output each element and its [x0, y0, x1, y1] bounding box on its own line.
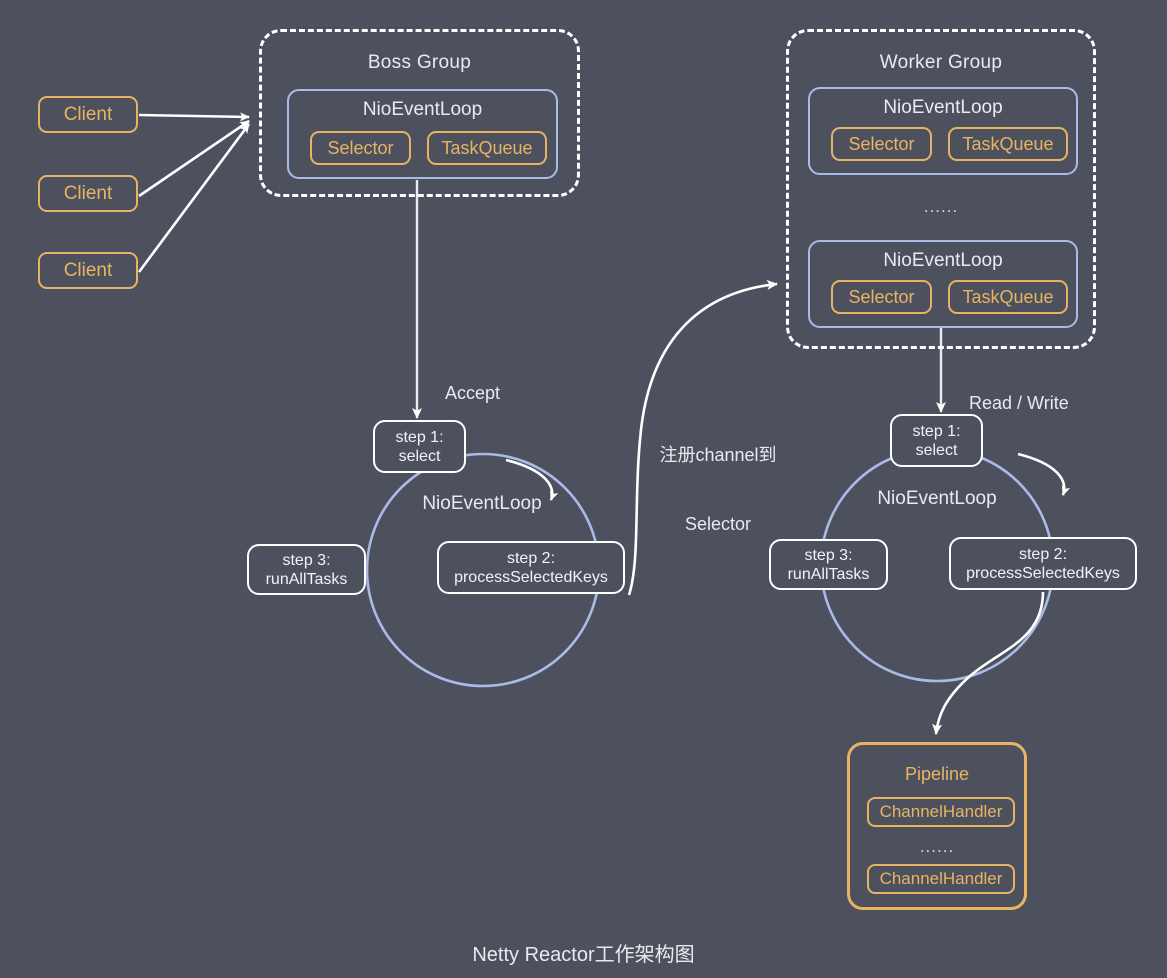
boss-taskqueue-pill[interactable]: TaskQueue	[427, 131, 547, 165]
boss-step-2[interactable]: step 2: processSelectedKeys	[437, 541, 625, 594]
register-channel-line2: Selector	[684, 514, 752, 534]
worker-nioeventloop-1[interactable]: NioEventLoop Selector TaskQueue	[808, 87, 1078, 175]
worker-step-1-line2: select	[915, 441, 958, 459]
boss-step-1[interactable]: step 1: select	[373, 420, 466, 473]
pipeline-title: Pipeline	[904, 764, 970, 784]
worker-step-1[interactable]: step 1: select	[890, 414, 983, 467]
worker-group-title: Worker Group	[879, 52, 1003, 73]
worker-step-3[interactable]: step 3: runAllTasks	[769, 539, 888, 590]
channel-handler-1[interactable]: ChannelHandler	[867, 797, 1015, 827]
boss-selector-pill[interactable]: Selector	[310, 131, 411, 165]
worker-1-selector-label: Selector	[848, 133, 915, 154]
boss-step-1-line2: select	[398, 447, 441, 465]
boss-nioeventloop-title: NioEventLoop	[362, 99, 483, 120]
worker-loop-center-label: NioEventLoop	[877, 488, 997, 509]
pipeline-arrow	[932, 591, 1045, 735]
client-box-2[interactable]: Client	[38, 175, 138, 212]
worker-step-1-line1: step 1:	[912, 422, 961, 440]
channel-handler-1-label: ChannelHandler	[879, 802, 1003, 821]
boss-nioeventloop[interactable]: NioEventLoop Selector TaskQueue	[287, 89, 558, 179]
worker-2-taskqueue-label: TaskQueue	[962, 286, 1054, 307]
worker-1-taskqueue-label: TaskQueue	[962, 133, 1054, 154]
worker-nioeventloop-2-title: NioEventLoop	[883, 250, 1003, 271]
channel-handler-2-label: ChannelHandler	[879, 869, 1003, 888]
readwrite-label: Read / Write	[969, 393, 1069, 413]
boss-step-3-line1: step 3:	[282, 551, 331, 569]
worker-nioeventloop-2[interactable]: NioEventLoop Selector TaskQueue	[808, 240, 1078, 328]
pipeline-box[interactable]: Pipeline ChannelHandler ...... ChannelHa…	[847, 742, 1027, 910]
boss-step-2-line1: step 2:	[506, 549, 556, 567]
channel-handler-2[interactable]: ChannelHandler	[867, 864, 1015, 894]
worker-step-2[interactable]: step 2: processSelectedKeys	[949, 537, 1137, 590]
boss-step-1-line1: step 1:	[395, 428, 444, 446]
boss-step-3[interactable]: step 3: runAllTasks	[247, 544, 366, 595]
boss-loop-center-label: NioEventLoop	[422, 493, 542, 514]
worker-group[interactable]: Worker Group NioEventLoop Selector TaskQ…	[786, 29, 1096, 349]
register-channel-label: 注册channel到 Selector	[648, 398, 788, 582]
client-label: Client	[63, 182, 113, 204]
accept-label: Accept	[445, 383, 501, 403]
boss-step-3-line2: runAllTasks	[265, 570, 348, 588]
worker-step-2-line2: processSelectedKeys	[966, 564, 1120, 582]
boss-group[interactable]: Boss Group NioEventLoop Selector TaskQue…	[259, 29, 580, 197]
pipeline-ellipsis: ......	[919, 837, 955, 856]
worker-step-3-line1: step 3:	[804, 546, 853, 564]
worker-group-ellipsis: ......	[923, 197, 959, 216]
worker-nioeventloop-1-title: NioEventLoop	[883, 97, 1003, 118]
boss-group-title: Boss Group	[367, 52, 472, 73]
worker-step-2-line1: step 2:	[1018, 545, 1068, 563]
client-box-3[interactable]: Client	[38, 252, 138, 289]
register-channel-line1: 注册channel到	[659, 445, 777, 465]
boss-taskqueue-label: TaskQueue	[441, 137, 533, 158]
worker-1-taskqueue-pill[interactable]: TaskQueue	[948, 127, 1068, 161]
boss-selector-label: Selector	[327, 137, 394, 158]
worker-2-selector-label: Selector	[848, 286, 915, 307]
client-label: Client	[63, 103, 113, 125]
worker-2-selector-pill[interactable]: Selector	[831, 280, 932, 314]
client-box-1[interactable]: Client	[38, 96, 138, 133]
worker-2-taskqueue-pill[interactable]: TaskQueue	[948, 280, 1068, 314]
boss-step-2-line2: processSelectedKeys	[454, 568, 608, 586]
client-arrows	[137, 112, 251, 273]
worker-step-3-line2: runAllTasks	[787, 565, 870, 583]
diagram-caption: Netty Reactor工作架构图	[472, 944, 695, 966]
worker-1-selector-pill[interactable]: Selector	[831, 127, 932, 161]
client-label: Client	[63, 259, 113, 281]
